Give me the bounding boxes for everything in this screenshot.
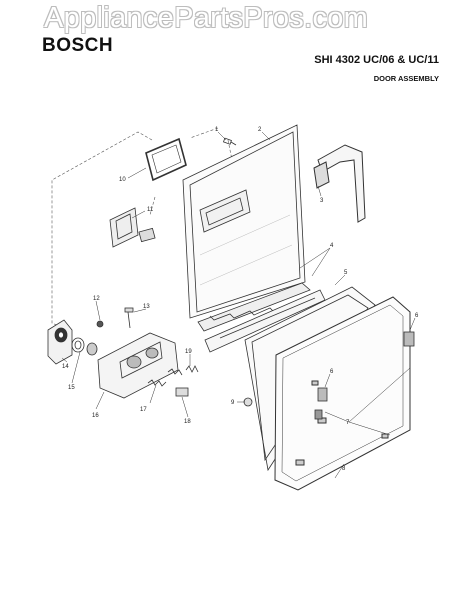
watermark: AppliancePartsPros.com (44, 2, 369, 34)
vent-cover (109, 207, 156, 248)
model-number: SHI 4302 UC/06 & UC/11 (314, 54, 439, 66)
callout-7: 7 (346, 420, 350, 426)
callout-6-upper: 6 (415, 313, 419, 319)
callout-16: 16 (92, 413, 99, 419)
inner-door-panel (182, 124, 306, 319)
callout-5: 5 (344, 270, 348, 276)
callout-1: 1 (215, 127, 219, 133)
callout-labels: 1 2 3 4 5 6 6 7 8 9 10 11 12 13 14 15 16… (62, 127, 419, 472)
spring-19 (185, 365, 199, 373)
callout-11: 11 (147, 207, 154, 213)
callout-3: 3 (320, 198, 324, 204)
callout-9: 9 (231, 400, 235, 406)
latch-rings (71, 337, 98, 356)
clip-upper (403, 331, 415, 347)
section-title: DOOR ASSEMBLY (373, 74, 439, 83)
hinge-bracket (313, 144, 366, 223)
callout-13: 13 (143, 304, 150, 310)
callout-19: 19 (185, 349, 192, 355)
door-gasket (145, 137, 187, 182)
screw-13 (124, 307, 134, 329)
screw-12 (96, 320, 104, 328)
callout-10: 10 (119, 177, 126, 183)
screw (222, 137, 237, 146)
leader-lines (61, 131, 416, 479)
callout-15: 15 (68, 385, 75, 391)
latch-housing (97, 332, 179, 399)
callout-17: 17 (140, 407, 147, 413)
clip-lower (317, 387, 328, 402)
latch-springs (147, 368, 183, 387)
door-handle (47, 319, 73, 365)
brand-logo: BOSCH (42, 35, 114, 56)
callout-8: 8 (342, 466, 346, 472)
latch-bolt (175, 387, 189, 397)
callout-12: 12 (93, 296, 100, 302)
callout-6-lower: 6 (330, 369, 334, 375)
knob (243, 397, 253, 407)
callout-2: 2 (258, 127, 262, 133)
callout-4: 4 (330, 243, 334, 249)
callout-18: 18 (184, 419, 191, 425)
clip-small (314, 409, 323, 420)
callout-14: 14 (62, 364, 69, 370)
